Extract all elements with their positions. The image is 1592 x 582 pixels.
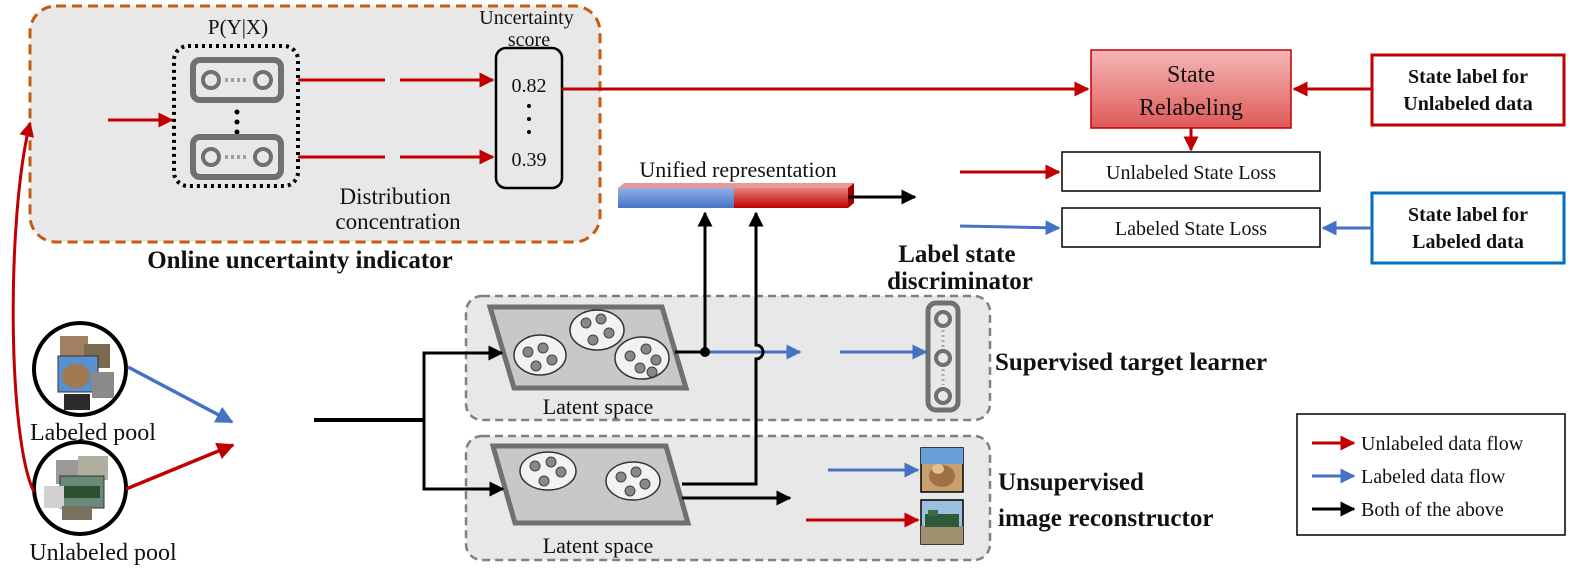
- svg-text:State: State: [1167, 62, 1215, 88]
- score-top: 0.82: [512, 75, 547, 97]
- svg-text:Labeled State Loss: Labeled State Loss: [1115, 218, 1267, 240]
- unified-representation-label: Unified representation: [639, 157, 836, 182]
- discriminator-title: Label state discriminator: [887, 241, 1033, 295]
- supervised-learner-title: Supervised target learner: [995, 349, 1267, 376]
- cluster-group-bottom: [519, 451, 661, 501]
- classifier-bottom: [190, 134, 284, 180]
- reconstructor-panel: Latent space: [464, 434, 992, 562]
- uncertainty-indicator-panel: P(Y|X) Uncertainty score 0.82: [28, 4, 602, 244]
- labeled-pool-label: Labeled pool: [30, 420, 156, 446]
- cluster-group: [513, 309, 670, 380]
- legend-label-labeled: Labeled data flow: [1361, 466, 1506, 488]
- svg-text:State label for: State label for: [1408, 204, 1528, 226]
- unified-representation-bar: [618, 183, 854, 208]
- branch-to-learner: [422, 345, 504, 420]
- svg-text:Unlabeled data: Unlabeled data: [1403, 93, 1532, 115]
- reconstructed-image-labeled: [920, 447, 964, 493]
- svg-text:Labeled data: Labeled data: [1412, 231, 1524, 253]
- discriminator-network: [925, 300, 961, 413]
- latent-space-label-top: Latent space: [543, 394, 654, 419]
- reconstructor-title: Unsupervised image reconstructor: [998, 469, 1213, 532]
- prob-label: P(Y|X): [208, 15, 268, 39]
- state-label-unlabeled-box: State label for Unlabeled data: [1370, 53, 1566, 127]
- distribution-concentration-label: Distribution concentration: [335, 184, 461, 234]
- legend: Unlabeled data flow Labeled data flow Bo…: [1296, 413, 1566, 536]
- classifier-ellipsis: [234, 109, 240, 135]
- score-bottom: 0.39: [512, 149, 547, 171]
- arrow-to-labeled-loss: [959, 220, 1061, 236]
- arrow-unlabeled-pool: [125, 442, 235, 491]
- unlabeled-state-loss-box: Unlabeled State Loss: [1061, 151, 1321, 192]
- svg-text:Relabeling: Relabeling: [1139, 95, 1243, 121]
- branch-to-reconstructor: [422, 420, 505, 497]
- labeled-state-loss-box: Labeled State Loss: [1061, 207, 1321, 248]
- latent-space-label-bottom: Latent space: [543, 533, 654, 558]
- state-relabeling-box: State Relabeling: [1090, 49, 1292, 129]
- arrow-reconstructor-to-unified: [682, 211, 765, 486]
- uncertainty-score-title: Uncertainty score: [479, 7, 578, 51]
- reconstructed-image-unlabeled: [920, 499, 964, 545]
- legend-label-unlabeled: Unlabeled data flow: [1361, 433, 1524, 455]
- unlabeled-pool-label: Unlabeled pool: [29, 540, 177, 566]
- unlabeled-pool-icon: [32, 440, 128, 536]
- legend-label-both: Both of the above: [1361, 499, 1504, 521]
- supervised-learner-panel: Latent space: [464, 294, 992, 422]
- uncertainty-indicator-caption: Online uncertainty indicator: [147, 247, 453, 274]
- arrow-labeled-pool: [127, 365, 234, 424]
- state-label-labeled-box: State label for Labeled data: [1370, 191, 1566, 265]
- score-ellipsis: [527, 104, 531, 134]
- svg-text:Unlabeled State Loss: Unlabeled State Loss: [1106, 162, 1276, 184]
- classifier-top: [190, 57, 284, 103]
- uncertainty-score-box: [494, 46, 564, 190]
- arrow-unlabeled-to-indicator: [11, 121, 36, 493]
- svg-text:State label for: State label for: [1408, 66, 1528, 88]
- labeled-pool-icon: [32, 321, 128, 417]
